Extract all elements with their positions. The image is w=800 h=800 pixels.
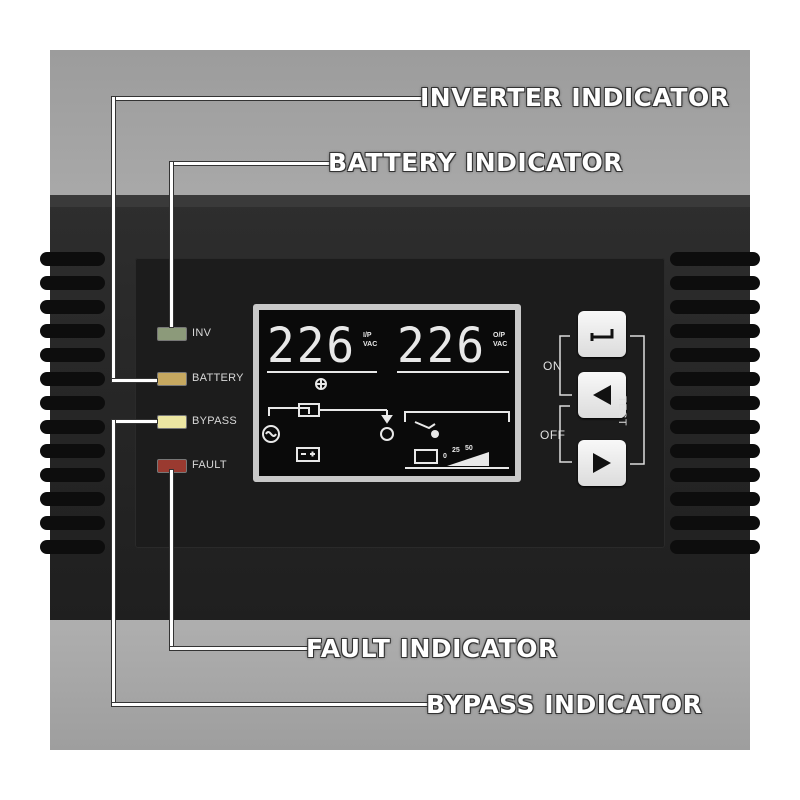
fault-indicator-callout: FAULT INDICATOR bbox=[306, 634, 558, 663]
bypass-indicator-callout: BYPASS INDICATOR bbox=[426, 690, 703, 719]
led-inv: INV bbox=[155, 326, 275, 342]
output-unit-bottom: VAC bbox=[493, 341, 508, 348]
panel-top-edge bbox=[50, 195, 750, 207]
lcd-display: 226 I/P VAC 226 O/P VAC 0 25 50 bbox=[253, 304, 521, 482]
right-arrow-icon bbox=[593, 453, 611, 473]
load-scale-25: 25 bbox=[452, 447, 460, 454]
input-voltage-readout: 226 bbox=[267, 316, 357, 374]
on-label: ON bbox=[543, 359, 562, 373]
load-scale-50: 50 bbox=[465, 445, 473, 452]
battery-led bbox=[157, 372, 187, 386]
enter-icon bbox=[590, 329, 614, 341]
led-bypass: BYPASS bbox=[155, 414, 275, 430]
inverter-indicator-callout: INVERTER INDICATOR bbox=[420, 83, 730, 112]
input-unit-top: I/P bbox=[363, 332, 372, 339]
battery-icon bbox=[296, 447, 320, 462]
lcd-screen: 226 I/P VAC 226 O/P VAC 0 25 50 bbox=[259, 310, 515, 476]
ac-source-icon bbox=[262, 425, 280, 443]
led-label-battery: BATTERY bbox=[192, 372, 244, 384]
led-battery: BATTERY bbox=[155, 371, 275, 387]
output-bulb-icon bbox=[380, 427, 394, 441]
off-label: OFF bbox=[540, 428, 566, 442]
led-label-inv: INV bbox=[192, 327, 212, 339]
input-unit-bottom: VAC bbox=[363, 341, 378, 348]
battery-indicator-callout: BATTERY INDICATOR bbox=[328, 148, 623, 177]
load-scale-0: 0 bbox=[443, 453, 447, 460]
lcd-segment-icons bbox=[262, 371, 510, 469]
led-label-bypass: BYPASS bbox=[192, 415, 238, 427]
output-voltage-readout: 226 bbox=[397, 316, 487, 374]
load-level-bar bbox=[447, 452, 489, 466]
led-label-fault: FAULT bbox=[192, 459, 227, 471]
test-label: TEST bbox=[616, 396, 628, 427]
output-unit-top: O/P bbox=[493, 332, 506, 339]
down-key-off[interactable] bbox=[578, 440, 626, 486]
flow-arrow bbox=[381, 415, 393, 424]
fan-blade-icon bbox=[414, 421, 436, 430]
input-path-line bbox=[268, 407, 310, 416]
bypass-led bbox=[157, 415, 187, 429]
load-bracket bbox=[404, 411, 510, 422]
inverter-led bbox=[157, 327, 187, 341]
enter-key[interactable] bbox=[578, 311, 626, 357]
battery-level-icon bbox=[414, 449, 438, 464]
left-arrow-icon bbox=[593, 385, 611, 405]
up-key-on-test[interactable] bbox=[578, 372, 626, 418]
